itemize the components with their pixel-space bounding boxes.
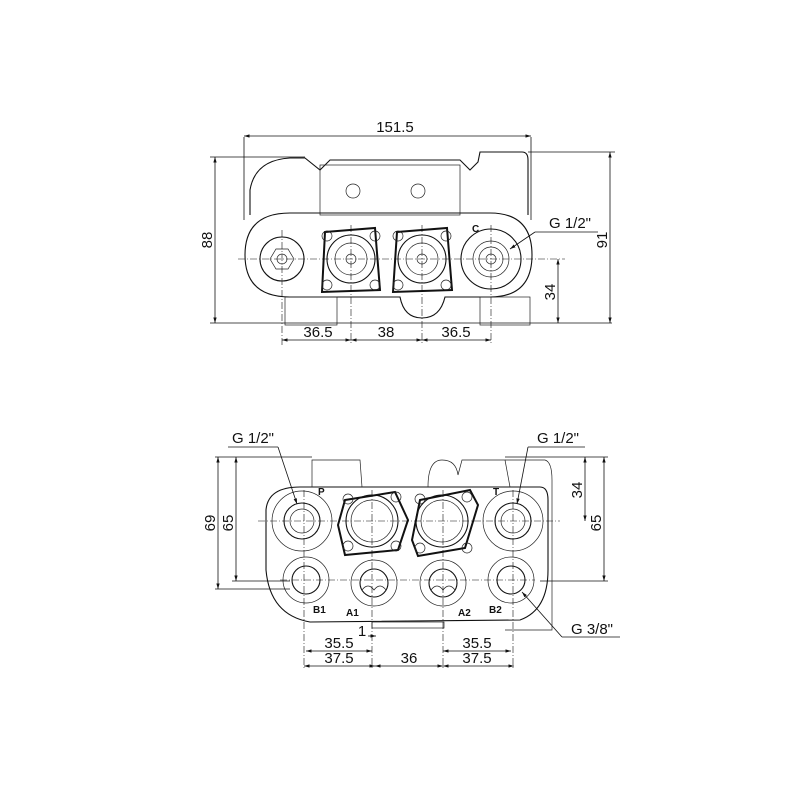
thread-label-right: G 1/2" — [537, 430, 579, 447]
front-body — [265, 486, 549, 623]
bolt-hole — [410, 183, 426, 199]
dim-spacing-mid: 38 — [378, 324, 395, 341]
top-housing — [249, 151, 529, 215]
dim-spacing-left: 36.5 — [303, 324, 332, 341]
bolt-hole — [345, 183, 361, 199]
port-label-a1: A1 — [346, 608, 359, 619]
dim-left-35-5: 35.5 — [324, 635, 353, 652]
flange-valve-2 — [391, 226, 454, 294]
dim-left-37-5: 37.5 — [324, 650, 353, 667]
port-label-a2: A2 — [458, 608, 471, 619]
port-label-t: T — [493, 487, 499, 498]
dim-height-91: 91 — [594, 232, 611, 249]
dim-offset-1: 1 — [358, 623, 366, 640]
dim-mid-36: 36 — [401, 650, 418, 667]
mount-foot — [479, 296, 531, 326]
port-label-b2: B2 — [489, 605, 502, 616]
cover-plate — [319, 164, 461, 216]
dim-right-35-5: 35.5 — [462, 635, 491, 652]
top-view: 151.5 88 91 34 36.5 38 36.5 C G 1/2" — [199, 119, 615, 345]
dim-spacing-right: 36.5 — [441, 324, 470, 341]
dim-height-65-right: 65 — [588, 515, 605, 532]
dim-height-69: 69 — [202, 515, 219, 532]
dim-height-88: 88 — [199, 232, 216, 249]
dim-overall-width: 151.5 — [376, 119, 414, 136]
flange-valve-a1 — [336, 490, 410, 557]
front-view: 69 65 34 65 1 35.5 37.5 36 35.5 37.5 P T… — [202, 430, 620, 670]
flange-valve-a2 — [410, 488, 480, 558]
base-plate — [371, 621, 445, 629]
mount-foot — [284, 296, 338, 326]
port-label-p: P — [318, 487, 325, 498]
thread-label-left: G 1/2" — [232, 430, 274, 447]
port-label-c: C — [472, 224, 479, 235]
dim-height-65-left: 65 — [220, 515, 237, 532]
thread-label-bottom: G 3/8" — [571, 621, 613, 638]
port-a1 — [350, 559, 398, 607]
dim-height-34: 34 — [569, 482, 586, 499]
port-label-b1: B1 — [313, 605, 326, 616]
thread-label-g-1-2: G 1/2" — [549, 215, 591, 232]
dim-right-37-5: 37.5 — [462, 650, 491, 667]
dim-port-height-34: 34 — [542, 284, 559, 301]
